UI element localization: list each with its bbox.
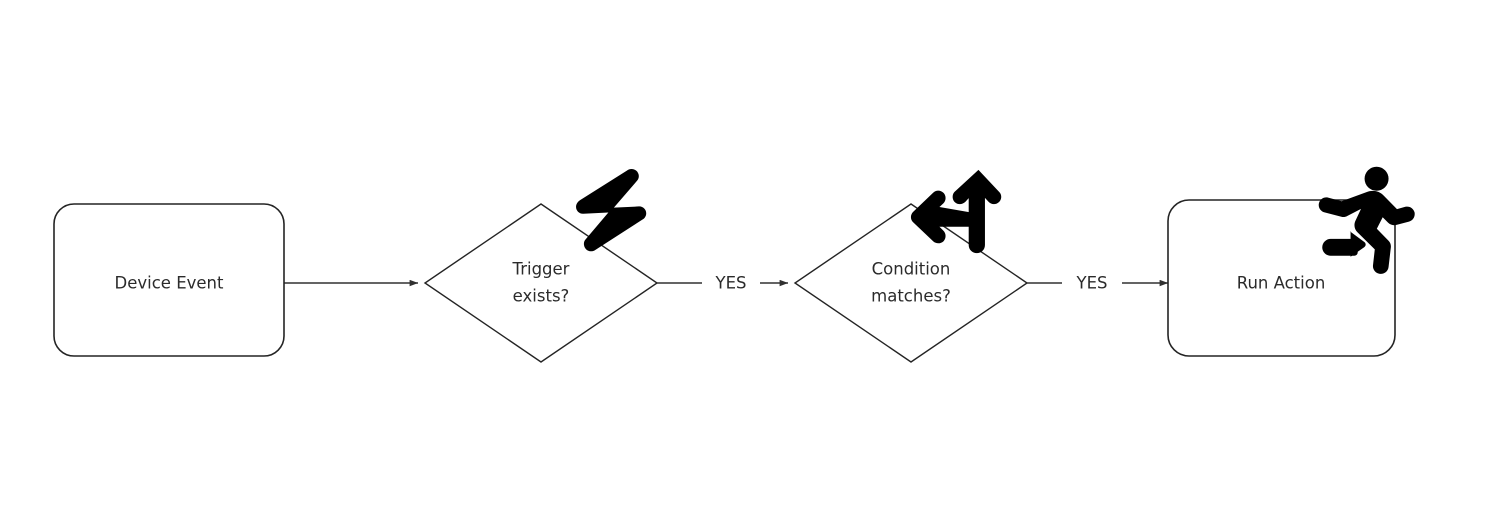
device-event-label: Device Event — [115, 274, 224, 293]
device-event-box[interactable] — [53, 203, 285, 357]
node-device-event[interactable]: Device Event — [53, 203, 285, 357]
condition-matches-label-line1: Condition — [872, 260, 951, 279]
edge-condition-to-action-label: YES — [1076, 274, 1108, 293]
edge-condition-to-action: YES — [1027, 274, 1169, 293]
trigger-exists-label-line1: Trigger — [512, 260, 570, 279]
edge-trigger-to-condition-label: YES — [715, 274, 747, 293]
fork-arrow-icon — [910, 169, 1002, 254]
edge-trigger-to-condition: YES — [657, 274, 789, 293]
node-condition-matches[interactable]: Condition matches? — [793, 203, 1029, 363]
trigger-exists-label-line2: exists? — [513, 287, 570, 306]
condition-matches-label-line2: matches? — [871, 287, 951, 306]
condition-matches-diamond[interactable] — [793, 203, 1029, 363]
run-action-label: Run Action — [1237, 274, 1326, 293]
running-person-icon — [1318, 166, 1415, 274]
lightning-bolt-icon — [576, 169, 647, 252]
